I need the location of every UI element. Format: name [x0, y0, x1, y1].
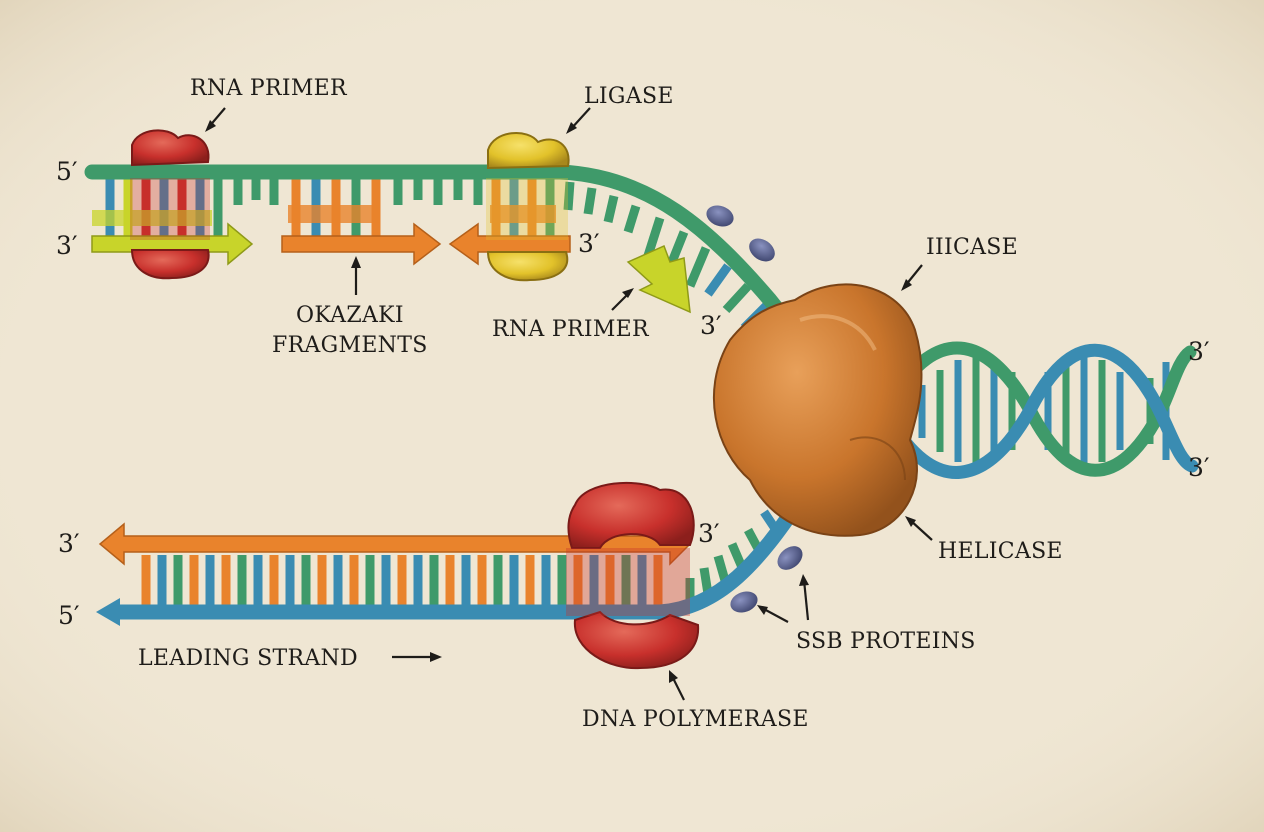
- dna-polymerase-protein: [566, 481, 700, 670]
- label-ligase: LIGASE: [584, 84, 674, 109]
- ssb-proteins: [706, 205, 803, 613]
- label-leading-strand: LEADING STRAND: [138, 646, 358, 671]
- label-okazaki-line1: OKAZAKI: [296, 303, 404, 328]
- primase-protein: [130, 129, 210, 280]
- ligase-protein: [486, 131, 570, 282]
- label-ssb-proteins: SSB PROTEINS: [796, 629, 976, 654]
- okazaki-fragment-1: [91, 210, 254, 266]
- end-top-mid-3: 3′: [578, 229, 600, 258]
- label-rna-primer-mid: RNA PRIMER: [492, 317, 650, 342]
- end-top-left-3: 3′: [56, 231, 78, 260]
- rna-primer-new: [626, 244, 691, 314]
- end-top-left-5: 5′: [56, 157, 78, 186]
- end-primer-3: 3′: [700, 311, 722, 340]
- parental-double-helix: [888, 341, 1199, 479]
- helicase-protein: [712, 283, 923, 537]
- okazaki-fragment-2: [281, 205, 442, 266]
- end-right-top-3: 3′: [1188, 337, 1210, 366]
- label-pointers: [205, 107, 933, 701]
- label-rna-primer-top: RNA PRIMER: [190, 76, 348, 101]
- end-bottom-left-3: 3′: [58, 529, 80, 558]
- end-bottom-left-5: 5′: [58, 601, 80, 630]
- label-iiicase: IIICASE: [926, 235, 1018, 260]
- label-dna-polymerase: DNA POLYMERASE: [582, 707, 809, 732]
- end-right-bottom-3: 3′: [1188, 453, 1210, 482]
- label-okazaki-line2: FRAGMENTS: [272, 333, 428, 358]
- end-bottom-mid-3: 3′: [698, 519, 720, 548]
- label-helicase: HELICASE: [938, 539, 1063, 564]
